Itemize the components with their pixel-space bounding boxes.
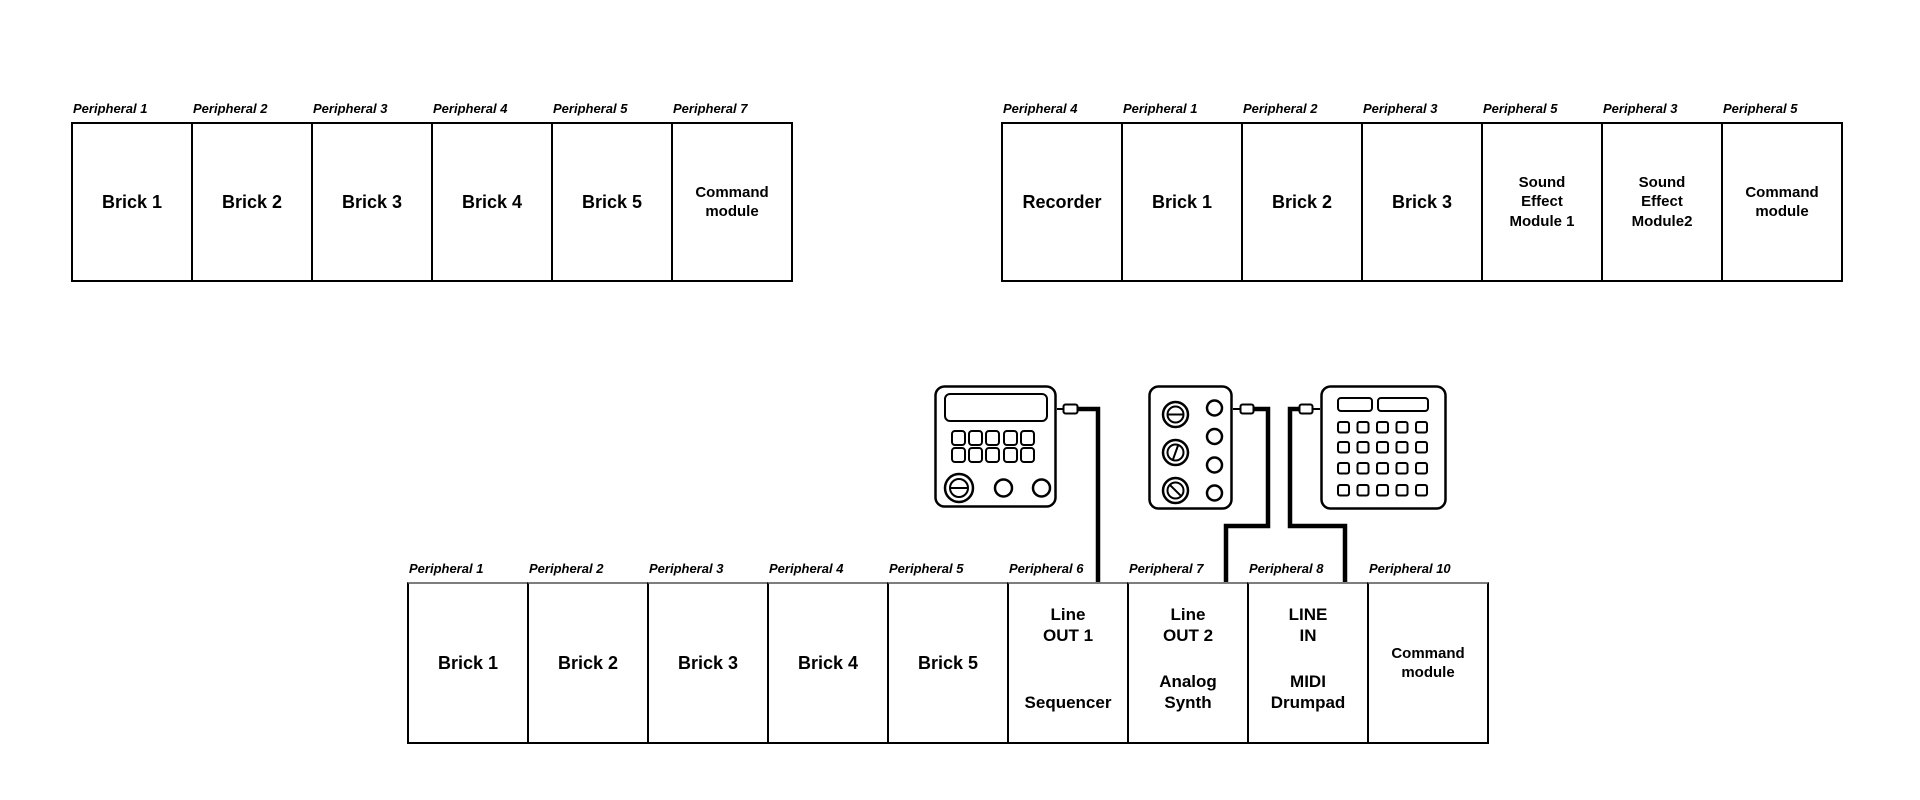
module-box-brick-3: Peripheral 3 Brick 3 <box>1361 101 1483 291</box>
module-title: Brick 4 <box>797 652 859 673</box>
module-title: Brick 4 <box>461 191 523 212</box>
peripheral-label: Peripheral 5 <box>889 561 964 576</box>
button-grid <box>951 430 1035 463</box>
module-box-line-out-2-analog-synth: Peripheral 7 Line OUT 2 Analog Synth <box>1127 561 1249 751</box>
peripheral-label: Peripheral 2 <box>1243 101 1318 116</box>
module-chain-bottom: Peripheral 1 Brick 1 Peripheral 2 Brick … <box>407 561 1491 751</box>
module-title: Brick 5 <box>581 191 643 212</box>
round-button <box>1031 478 1052 498</box>
module-box-line-in-midi-drumpad: Peripheral 8 LINE IN MIDI Drumpad <box>1247 561 1369 751</box>
module-box-command-module: Peripheral 10 Command module <box>1367 561 1489 751</box>
plug-icon <box>1062 403 1079 415</box>
module-box-command-module: Peripheral 7 Command module <box>671 101 793 291</box>
peripheral-label: Peripheral 5 <box>1723 101 1798 116</box>
peripheral-label: Peripheral 4 <box>433 101 508 116</box>
module-title: Brick 3 <box>677 652 739 673</box>
peripheral-label: Peripheral 3 <box>313 101 388 116</box>
connected-device-label: Sequencer <box>1024 693 1112 712</box>
display-screen <box>1337 397 1373 412</box>
module-box-brick-5: Peripheral 5 Brick 5 <box>887 561 1009 751</box>
module-box-line-out-1-sequencer: Peripheral 6 Line OUT 1 Sequencer <box>1007 561 1129 751</box>
module-box-brick-1: Peripheral 1 Brick 1 <box>407 561 529 751</box>
module-chain-top-right: Peripheral 4 Recorder Peripheral 1 Brick… <box>1001 101 1845 291</box>
analog-synth-device-icon <box>1148 385 1233 510</box>
plug-icon <box>1239 403 1255 415</box>
peripheral-label: Peripheral 1 <box>1123 101 1198 116</box>
module-box-brick-4: Peripheral 4 Brick 4 <box>767 561 889 751</box>
module-title: Brick 1 <box>437 652 499 673</box>
module-title: Brick 1 <box>1151 191 1213 212</box>
module-title: Brick 2 <box>1271 191 1333 212</box>
module-box-brick-1: Peripheral 1 Brick 1 <box>71 101 193 291</box>
cable-drumpad-to-linein <box>1287 403 1348 583</box>
midi-drumpad-device-icon <box>1320 385 1447 510</box>
module-box-brick-3: Peripheral 3 Brick 3 <box>647 561 769 751</box>
module-title: Sound Effect Module 1 <box>1509 173 1575 230</box>
peripheral-label: Peripheral 3 <box>1603 101 1678 116</box>
plug-icon <box>1298 403 1314 415</box>
module-title: Brick 3 <box>341 191 403 212</box>
peripheral-label: Peripheral 10 <box>1369 561 1451 576</box>
peripheral-label: Peripheral 5 <box>553 101 628 116</box>
module-title: Sound Effect Module2 <box>1631 173 1693 230</box>
display-screen <box>944 393 1048 422</box>
knob-icon <box>1161 400 1190 429</box>
pad-grid <box>1337 421 1428 497</box>
module-box-brick-2: Peripheral 2 Brick 2 <box>527 561 649 751</box>
module-title: Command module <box>1391 644 1465 682</box>
module-box-brick-3: Peripheral 3 Brick 3 <box>311 101 433 291</box>
module-box-sound-effect-module-1: Peripheral 5 Sound Effect Module 1 <box>1481 101 1603 291</box>
peripheral-label: Peripheral 5 <box>1483 101 1558 116</box>
peripheral-label: Peripheral 2 <box>193 101 268 116</box>
peripheral-label: Peripheral 8 <box>1249 561 1324 576</box>
module-box-brick-2: Peripheral 2 Brick 2 <box>191 101 313 291</box>
peripheral-label: Peripheral 4 <box>769 561 844 576</box>
module-box-brick-1: Peripheral 1 Brick 1 <box>1121 101 1243 291</box>
module-box-recorder: Peripheral 4 Recorder <box>1001 101 1123 291</box>
connected-device-label: Analog Synth <box>1159 672 1217 712</box>
module-box-brick-2: Peripheral 2 Brick 2 <box>1241 101 1363 291</box>
knob-icon <box>1161 476 1190 505</box>
knob-icon <box>1161 438 1190 467</box>
sequencer-device-icon <box>934 385 1057 508</box>
port-label: LINE IN <box>1288 605 1328 645</box>
peripheral-label: Peripheral 2 <box>529 561 604 576</box>
connected-device-label: MIDI Drumpad <box>1270 672 1346 712</box>
peripheral-label: Peripheral 3 <box>649 561 724 576</box>
module-title: Command module <box>1745 183 1819 221</box>
cable-sequencer-to-lineout1 <box>1057 403 1101 583</box>
knob-icon <box>943 472 975 504</box>
peripheral-label: Peripheral 4 <box>1003 101 1078 116</box>
module-title: Brick 2 <box>557 652 619 673</box>
module-title: Command module <box>695 183 769 221</box>
module-chain-top-left: Peripheral 1 Brick 1 Peripheral 2 Brick … <box>71 101 795 291</box>
module-box-command-module: Peripheral 5 Command module <box>1721 101 1843 291</box>
peripheral-label: Peripheral 7 <box>1129 561 1204 576</box>
module-title: Brick 1 <box>101 191 163 212</box>
module-box-brick-5: Peripheral 5 Brick 5 <box>551 101 673 291</box>
module-title: Brick 5 <box>917 652 979 673</box>
peripheral-label: Peripheral 1 <box>73 101 148 116</box>
module-title: Brick 3 <box>1391 191 1453 212</box>
port-label: Line OUT 1 <box>1042 605 1094 645</box>
cable-synth-to-lineout2 <box>1223 403 1271 583</box>
display-screen <box>1377 397 1429 412</box>
peripheral-label: Peripheral 1 <box>409 561 484 576</box>
jack-ports <box>1205 399 1224 502</box>
module-box-sound-effect-module-2: Peripheral 3 Sound Effect Module2 <box>1601 101 1723 291</box>
module-title: Recorder <box>1022 191 1102 212</box>
peripheral-label: Peripheral 6 <box>1009 561 1084 576</box>
peripheral-label: Peripheral 3 <box>1363 101 1438 116</box>
module-title: Brick 2 <box>221 191 283 212</box>
round-button <box>993 478 1014 498</box>
port-label: Line OUT 2 <box>1162 605 1214 645</box>
module-box-brick-4: Peripheral 4 Brick 4 <box>431 101 553 291</box>
peripheral-label: Peripheral 7 <box>673 101 748 116</box>
